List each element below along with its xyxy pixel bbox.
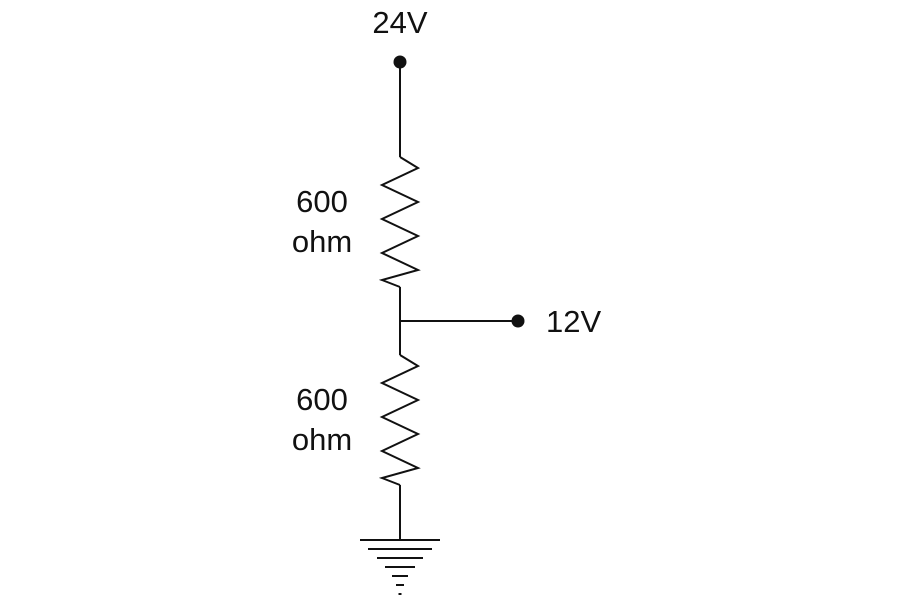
output-voltage-label: 12V (546, 304, 601, 339)
resistor-bottom-unit: ohm (292, 422, 352, 457)
ground-icon (360, 539, 440, 595)
supply-voltage-label: 24V (372, 5, 427, 40)
resistor-bottom (378, 354, 421, 486)
resistor-top (378, 156, 421, 288)
resistor-bottom-value: 600 (296, 382, 348, 417)
resistor-top-value: 600 (296, 184, 348, 219)
output-node-dot (511, 314, 525, 328)
resistor-top-unit: ohm (292, 224, 352, 259)
